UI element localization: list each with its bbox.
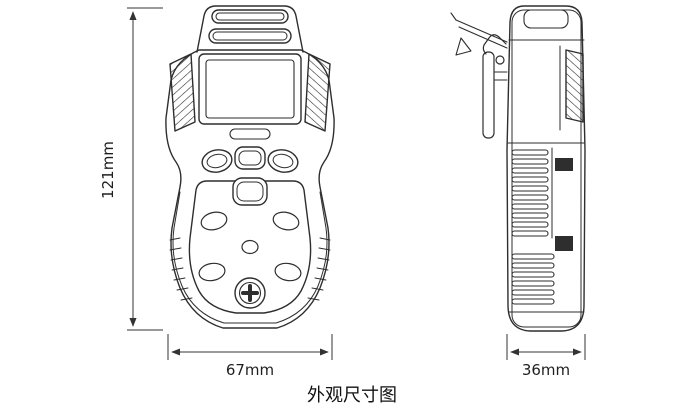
front-panel-openings <box>198 211 302 282</box>
side-belt-clip <box>482 34 508 139</box>
front-button-row <box>201 146 299 173</box>
dimension-annotations <box>127 7 586 360</box>
dimension-height <box>127 7 163 331</box>
front-body-outline <box>165 49 335 329</box>
side-insert-upper <box>555 158 573 171</box>
front-view-drawing <box>165 5 335 329</box>
front-body-inner-contour <box>172 191 328 324</box>
side-top-cap <box>508 9 585 41</box>
front-speaker-slot <box>229 128 271 140</box>
side-body-outline <box>506 5 586 332</box>
front-lower-panel <box>188 180 312 314</box>
front-grip-pad-left <box>169 53 196 132</box>
front-display-screen <box>198 53 302 125</box>
side-grip-pad <box>565 49 584 123</box>
dimension-front-width <box>167 334 333 360</box>
side-ribs-upper <box>511 147 553 239</box>
front-width-dimension-label: 67mm <box>226 361 274 379</box>
diagram-caption: 外观尺寸图 <box>307 385 397 406</box>
side-antenna <box>450 12 508 56</box>
front-grip-pad-right <box>304 53 331 132</box>
side-ribs-lower <box>511 253 555 305</box>
front-top-clip <box>196 5 304 53</box>
height-dimension-label: 121mm <box>99 141 117 199</box>
front-center-button <box>232 177 268 206</box>
side-view-drawing <box>450 5 586 332</box>
side-insert-lower <box>555 236 573 251</box>
front-bottom-screw <box>234 277 266 309</box>
dimension-side-depth <box>506 334 586 360</box>
side-depth-dimension-label: 36mm <box>522 361 570 379</box>
front-side-ribs <box>169 237 331 301</box>
